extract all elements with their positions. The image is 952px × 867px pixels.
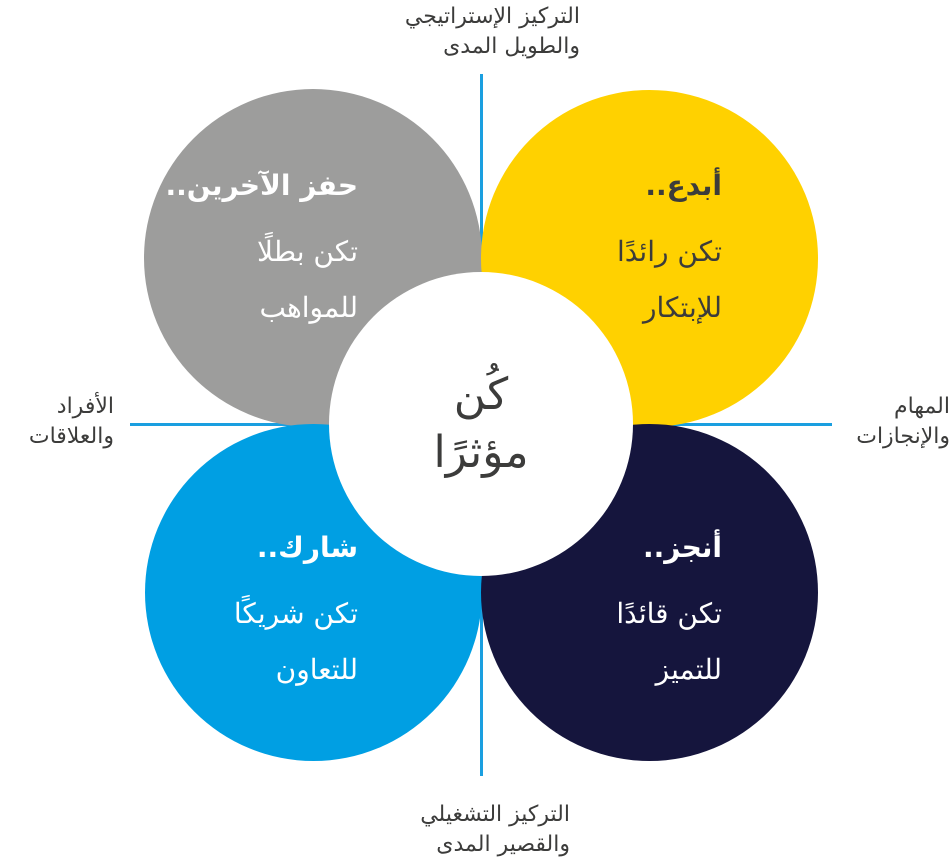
quadrant-line: للمواهب [259,291,359,324]
quadrant-line: تكن بطلًا [257,235,358,268]
axis-label-line: والعلاقات [28,424,114,449]
center-circle: كُن مؤثرًا [329,272,633,576]
axis-label-line: التركيز التشغيلي [420,802,570,827]
axis-label-line: المهام [894,394,950,419]
quadrant-bottom-left-text: شارك.. تكن شريكًا للتعاون [158,530,358,698]
quadrant-title: حفز الآخرين.. [165,169,358,202]
axis-label-bottom: التركيز التشغيلي والقصير المدى [320,800,570,860]
quadrant-top-left-text: حفز الآخرين.. تكن بطلًا للمواهب [158,168,358,336]
axis-label-line: الأفراد [56,394,114,419]
center-text-line1: كُن [453,369,509,420]
axis-label-top: التركيز الإستراتيجي والطويل المدى [330,2,580,62]
axis-label-line: التركيز الإستراتيجي [404,4,580,29]
quadrant-line: للتميز [655,653,722,686]
quadrant-line: للتعاون [275,653,358,686]
quadrant-line: تكن رائدًا [616,235,722,268]
axis-label-left: الأفراد والعلاقات [0,392,114,452]
center-text-line2: مؤثرًا [433,427,529,478]
quadrant-top-right-text: أبدع.. تكن رائدًا للإبتكار [522,168,722,336]
axis-label-right: المهام والإنجازات [830,392,950,452]
quadrant-bottom-right-text: أنجز.. تكن قائدًا للتميز [522,530,722,698]
axis-label-line: والقصير المدى [436,832,570,857]
quadrant-line: تكن شريكًا [233,597,358,630]
quadrant-title: أنجز.. [643,531,722,564]
quadrant-title: شارك.. [256,531,358,564]
axis-label-line: والإنجازات [856,424,950,449]
quadrant-line: تكن قائدًا [616,597,722,630]
quadrant-line: للإبتكار [643,291,722,324]
quadrant-title: أبدع.. [645,169,722,202]
axis-label-line: والطويل المدى [443,34,580,59]
